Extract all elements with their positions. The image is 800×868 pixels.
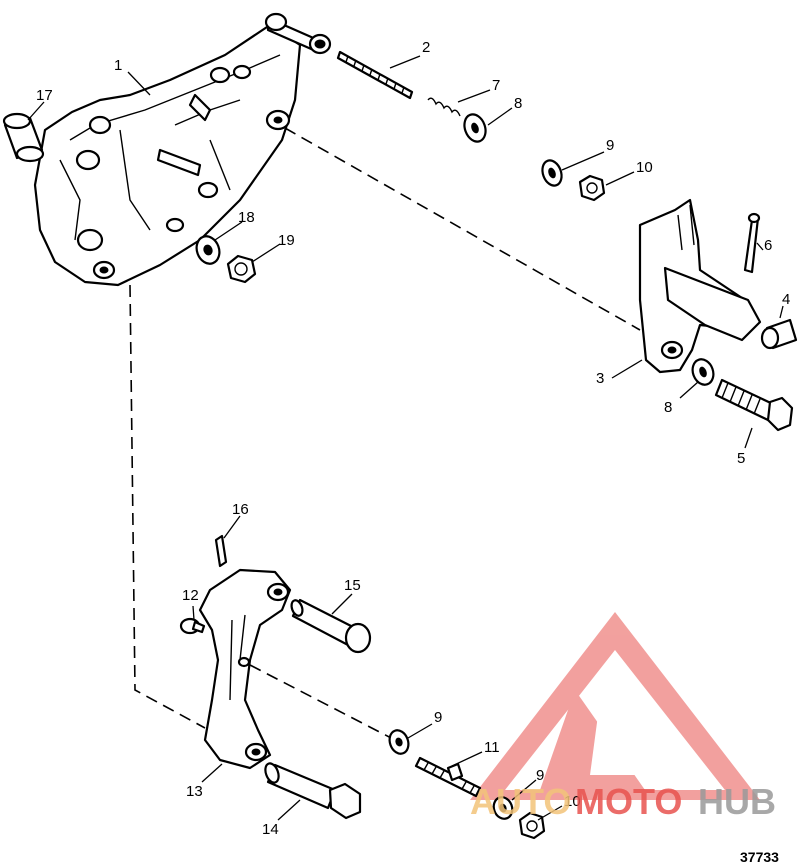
leader-lines (27, 55, 784, 821)
callout-6: 6 (764, 237, 772, 254)
washer-9-bottom-right (492, 796, 514, 820)
cotter-pin-16 (214, 534, 228, 568)
bolt-5 (714, 378, 794, 432)
cotter-pin-6 (743, 212, 761, 274)
callout-4: 4 (782, 291, 790, 308)
callout-8-mid: 8 (664, 399, 672, 416)
callout-3: 3 (596, 370, 604, 387)
callout-1: 1 (114, 57, 122, 74)
figure-number: 37733 (740, 849, 779, 865)
callout-8-top: 8 (514, 95, 522, 112)
callout-12: 12 (182, 587, 199, 604)
pin-15 (290, 598, 372, 654)
washer-8-mid (691, 358, 715, 386)
main-bracket (33, 12, 332, 287)
stud-11 (414, 756, 482, 798)
nut-19 (226, 254, 257, 284)
callout-10-top: 10 (636, 159, 653, 176)
callout-labels: 1 2 3 4 5 6 7 8 8 9 9 9 10 10 11 12 13 1… (36, 39, 790, 838)
shoulder-bolt-14 (264, 762, 362, 820)
nut-10-top (578, 174, 606, 202)
threaded-rod (336, 50, 414, 100)
callout-7: 7 (492, 77, 500, 94)
lever-bracket (638, 198, 762, 374)
callout-19: 19 (278, 232, 295, 249)
callout-2: 2 (422, 39, 430, 56)
watermark-text: AUTO MOTO HUB (470, 781, 776, 822)
callout-17: 17 (36, 87, 53, 104)
watermark-hub: HUB (698, 781, 776, 822)
callout-5: 5 (737, 450, 745, 467)
callout-11: 11 (484, 739, 500, 756)
callout-14: 14 (262, 821, 279, 838)
bushing (2, 112, 45, 163)
washer-18 (195, 235, 221, 265)
watermark-logo (470, 612, 760, 800)
link-arm (198, 568, 292, 770)
callout-9-bottom: 9 (434, 709, 442, 726)
callout-9-bottom-right: 9 (536, 767, 544, 784)
washer-top (463, 113, 487, 143)
callout-15: 15 (344, 577, 361, 594)
callout-13: 13 (186, 783, 203, 800)
callout-18: 18 (238, 209, 255, 226)
pin-12 (179, 617, 206, 635)
callout-16: 16 (232, 501, 249, 518)
callout-10-bottom: 10 (564, 793, 581, 810)
cap (760, 318, 798, 350)
watermark-auto: AUTO (470, 781, 571, 822)
washer-9-top (541, 159, 563, 187)
washer-9-bottom (388, 729, 410, 755)
spring (427, 97, 461, 117)
watermark-moto: MOTO (575, 781, 682, 822)
callout-9-top: 9 (606, 137, 614, 154)
